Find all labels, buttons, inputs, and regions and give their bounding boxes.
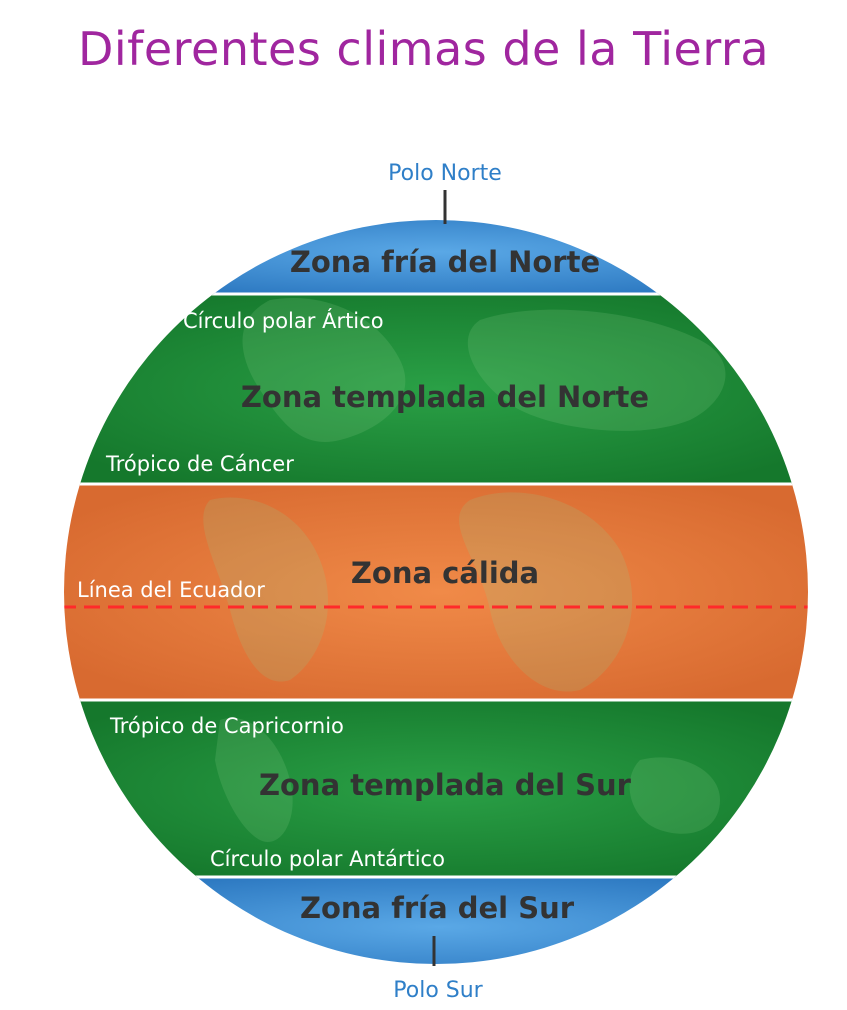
tropic-cancer-label: Trópico de Cáncer	[105, 452, 294, 476]
page-title: Diferentes climas de la Tierra	[77, 22, 770, 76]
tropic-capricorn-label: Trópico de Capricornio	[109, 714, 344, 738]
antarctic-circle-label: Círculo polar Antártico	[210, 847, 445, 871]
equator-label: Línea del Ecuador	[77, 578, 265, 602]
south-pole-label: Polo Sur	[393, 978, 483, 1003]
continents-shading	[203, 298, 726, 842]
zone-south-temperate-band	[64, 700, 808, 877]
zone-south-cold-label: Zona fría del Sur	[300, 891, 575, 925]
zone-warm-label: Zona cálida	[351, 556, 539, 590]
zone-north-temperate-label: Zona templada del Norte	[241, 380, 649, 414]
zone-north-temperate-band	[64, 294, 808, 484]
zone-north-cold-label: Zona fría del Norte	[290, 245, 600, 279]
zone-warm-band	[64, 484, 808, 700]
north-pole-label: Polo Norte	[388, 161, 502, 186]
zone-south-temperate-label: Zona templada del Sur	[259, 768, 632, 802]
arctic-circle-label: Círculo polar Ártico	[183, 308, 384, 333]
